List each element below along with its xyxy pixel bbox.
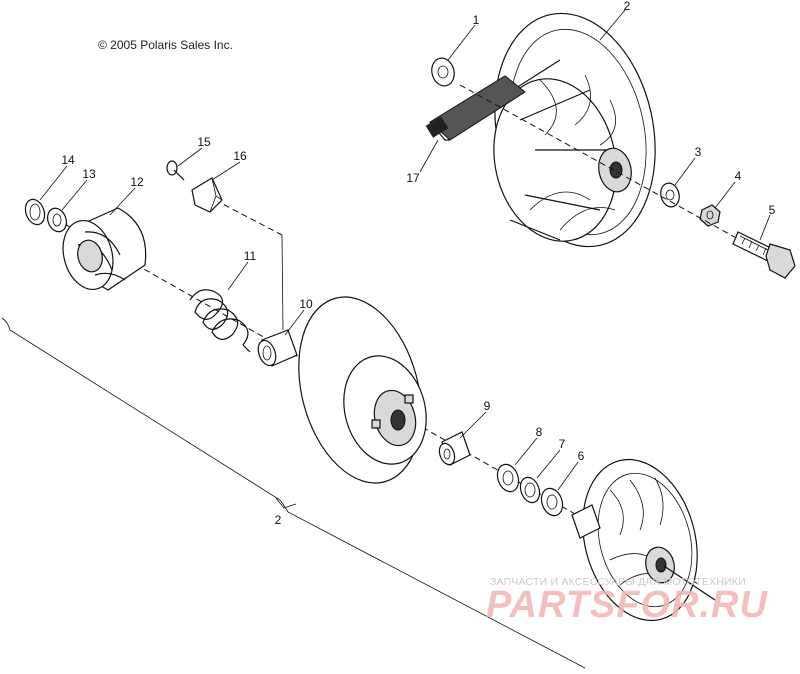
part-10-bushing bbox=[257, 329, 298, 367]
callout-12: 12 bbox=[130, 175, 144, 189]
part-14-snap-ring bbox=[24, 198, 46, 226]
callout-4: 4 bbox=[734, 169, 742, 183]
watermark-caption: ЗАПЧАСТИ И АКСЕССУАРЫ ДЛЯ МОТОТЕХНИКИ bbox=[490, 576, 746, 588]
callout-13: 13 bbox=[82, 167, 96, 181]
part-9-bushing bbox=[438, 431, 471, 466]
callout-6: 6 bbox=[577, 449, 585, 463]
callout-2: 2 bbox=[623, 0, 631, 13]
part-8-washer bbox=[496, 463, 520, 493]
part-16-roller-button bbox=[191, 177, 223, 213]
callout-9: 9 bbox=[483, 399, 491, 413]
callout-10: 10 bbox=[299, 297, 313, 311]
callout-15: 15 bbox=[197, 135, 211, 149]
callout-2-assembly: 2 bbox=[274, 513, 282, 527]
part-2-fan-cover bbox=[493, 12, 656, 248]
callout-1: 1 bbox=[472, 13, 480, 27]
bracket-tip bbox=[275, 497, 297, 509]
watermark-logo: PARTSFOR.RU bbox=[486, 584, 768, 626]
callout-3: 3 bbox=[694, 145, 702, 159]
callout-17: 17 bbox=[406, 171, 420, 185]
part-fixed-sheave bbox=[571, 458, 716, 622]
callout-14: 14 bbox=[61, 153, 75, 167]
part-12-helix-cam bbox=[62, 207, 147, 291]
assembly-bracket bbox=[1, 317, 586, 669]
part-15-screw bbox=[166, 160, 185, 181]
callout-11: 11 bbox=[243, 249, 257, 263]
part-17-belt bbox=[425, 75, 526, 141]
part-5-bolt bbox=[732, 231, 796, 279]
part-1-washer bbox=[431, 57, 455, 87]
callout-16: 16 bbox=[233, 149, 247, 163]
part-6-washer bbox=[540, 487, 564, 517]
part-3-washer bbox=[660, 182, 680, 208]
callout-8: 8 bbox=[535, 425, 543, 439]
callout-5: 5 bbox=[768, 203, 776, 217]
leader-lines bbox=[39, 9, 771, 491]
part-sheave-center bbox=[298, 296, 427, 484]
part-7-washer bbox=[519, 476, 541, 504]
part-11-spring bbox=[189, 289, 251, 353]
part-13-washer bbox=[46, 207, 68, 233]
copyright-notice: © 2005 Polaris Sales Inc. bbox=[98, 38, 233, 52]
callout-7: 7 bbox=[558, 437, 566, 451]
